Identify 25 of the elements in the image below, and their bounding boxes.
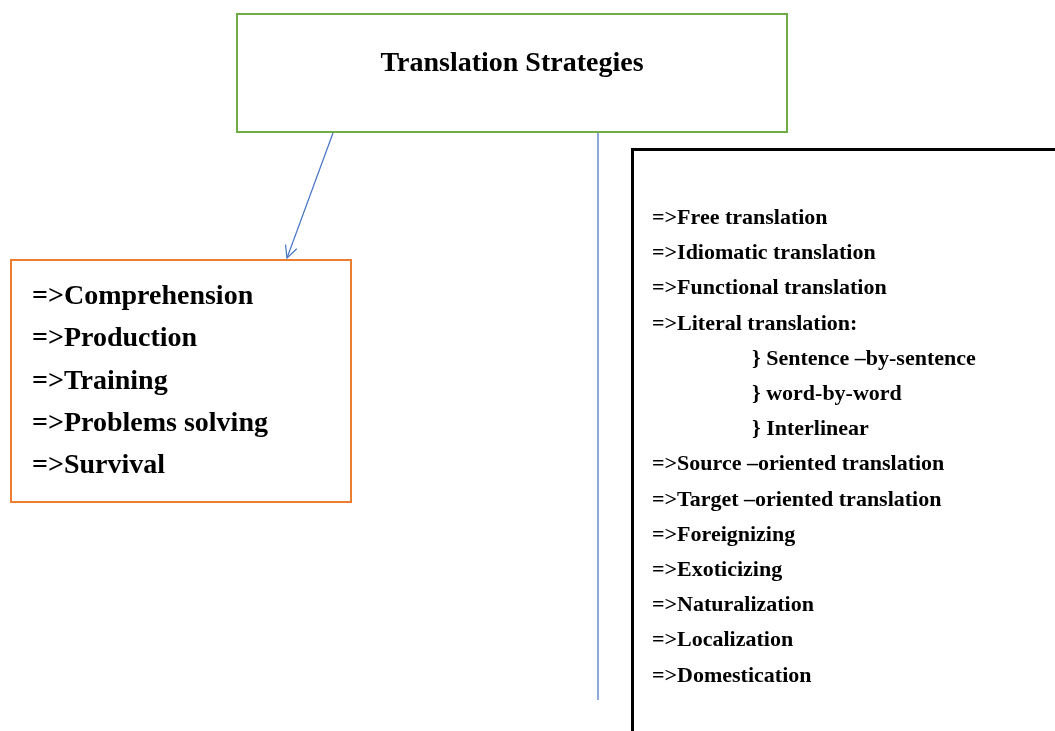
- list-box: [631, 148, 1055, 731]
- connector-line: [597, 132, 599, 701]
- list-item: =>Localization: [652, 625, 794, 654]
- list-item: =>Idiomatic translation: [652, 238, 876, 267]
- list-item: =>Functional translation: [652, 273, 887, 302]
- list-item: =>Free translation: [652, 203, 828, 231]
- list-item: =>Target –oriented translation: [652, 484, 942, 513]
- list-item: =>Naturalization: [652, 590, 814, 619]
- title: Translation Strategies: [380, 45, 644, 79]
- list-item: =>Foreignizing: [652, 519, 796, 548]
- list-box: [10, 259, 352, 503]
- arrow: [284, 132, 334, 259]
- list-item: =>Survival: [32, 447, 166, 482]
- list-item: } word-by-word: [752, 379, 902, 407]
- list-item: } Interlinear: [752, 414, 869, 443]
- list-item: =>Production: [32, 320, 198, 355]
- list-item: =>Training: [32, 362, 168, 397]
- list-item: =>Source –oriented translation: [652, 449, 945, 478]
- title-box: [236, 13, 788, 133]
- list-item: =>Exoticizing: [652, 555, 783, 584]
- list-item: =>Comprehension: [32, 278, 254, 312]
- list-item: } Sentence –by-sentence: [752, 343, 976, 372]
- list-item: =>Domestication: [652, 660, 812, 689]
- list-item: =>Literal translation:: [652, 308, 858, 337]
- list-item: =>Problems solving: [32, 404, 268, 439]
